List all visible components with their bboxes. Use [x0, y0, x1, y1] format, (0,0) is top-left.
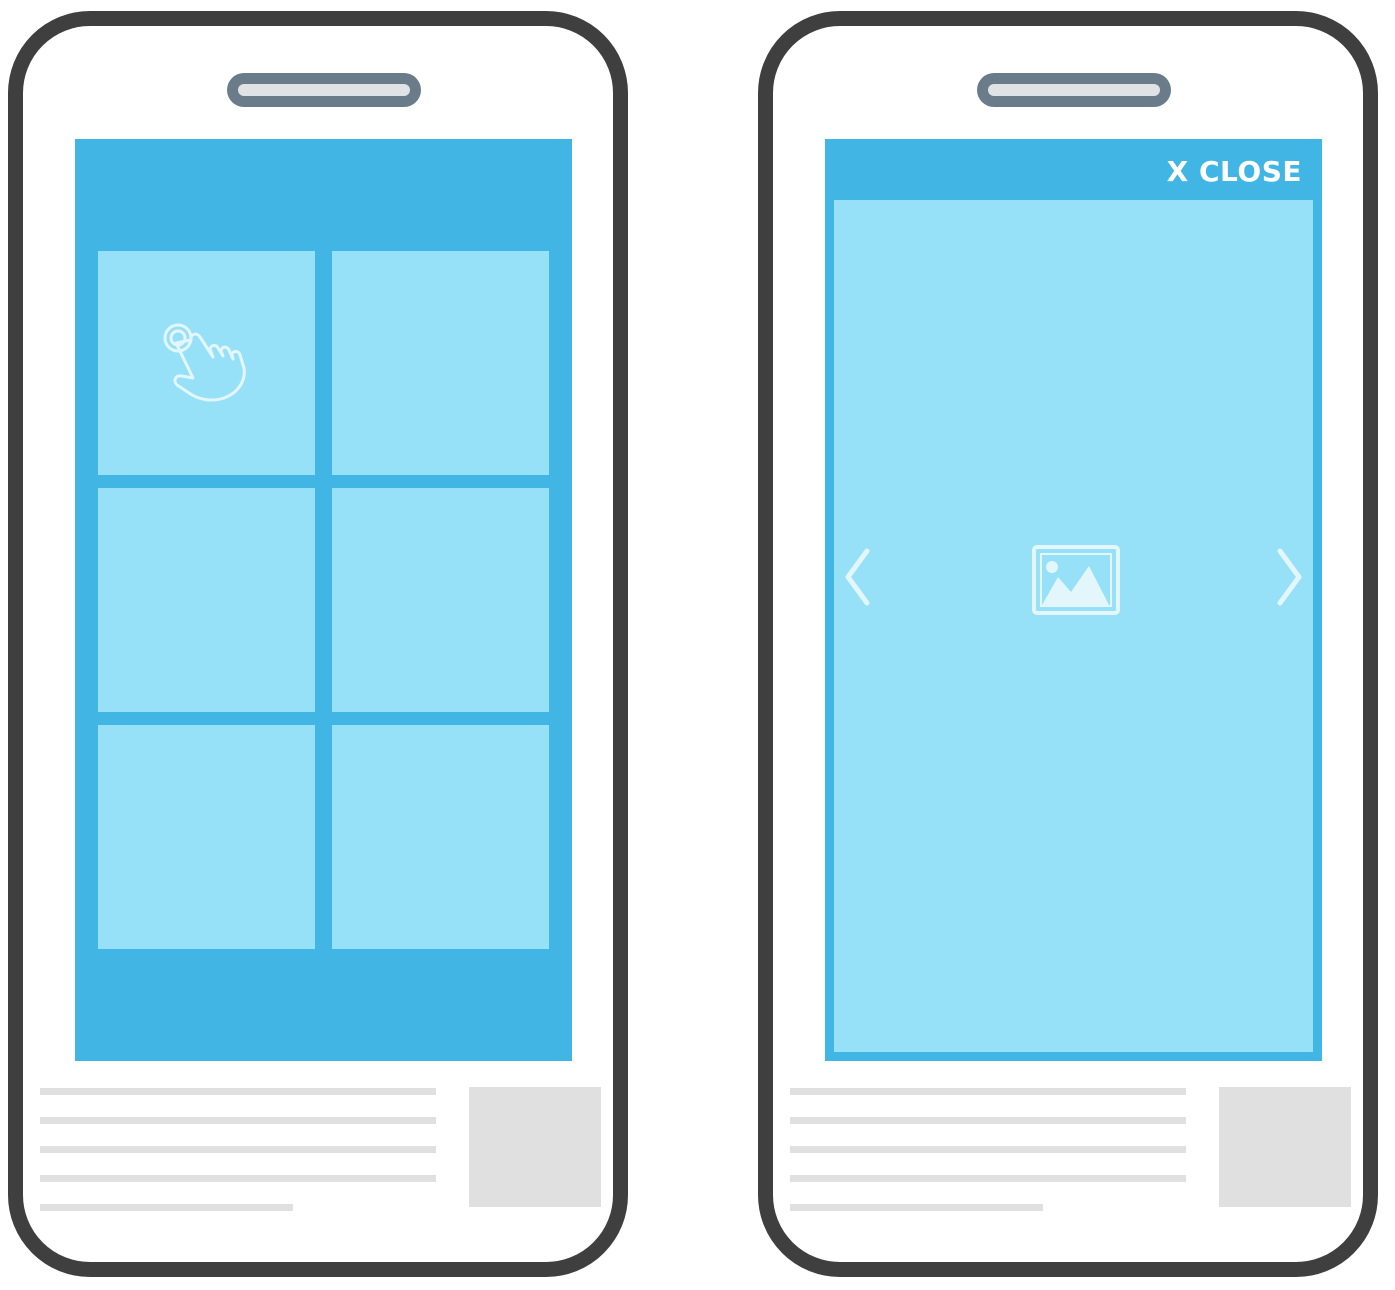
- text-placeholder-lines: [40, 1088, 436, 1233]
- tap-hand-icon: [163, 323, 246, 402]
- thumbnail-tile[interactable]: [332, 488, 549, 712]
- thumbnail-tile[interactable]: [332, 725, 549, 949]
- screen: X CLOSE: [825, 139, 1322, 1061]
- text-line: [40, 1088, 436, 1095]
- thumbnail-tile[interactable]: [98, 488, 315, 712]
- text-line: [790, 1175, 1186, 1182]
- close-button[interactable]: X CLOSE: [1166, 155, 1302, 188]
- speaker-slot: [977, 73, 1171, 107]
- screen: [75, 139, 572, 1061]
- image-icon: [1032, 545, 1120, 615]
- viewer-header: X CLOSE: [825, 139, 1322, 200]
- text-placeholder-lines: [790, 1088, 1186, 1233]
- thumbnail-tile[interactable]: [332, 251, 549, 475]
- text-line: [40, 1175, 436, 1182]
- text-line: [790, 1117, 1186, 1124]
- image-placeholder: [469, 1087, 601, 1207]
- text-line: [40, 1117, 436, 1124]
- speaker-slot: [227, 73, 421, 107]
- text-line: [790, 1204, 1043, 1211]
- chevron-right-icon[interactable]: [1272, 545, 1308, 609]
- phone-gallery-grid: [8, 11, 628, 1277]
- text-line: [790, 1088, 1186, 1095]
- image-placeholder: [1219, 1087, 1351, 1207]
- phone-lightbox-viewer: X CLOSE: [758, 11, 1378, 1277]
- image-viewer: [834, 200, 1313, 1052]
- thumbnail-tile[interactable]: [98, 725, 315, 949]
- text-line: [790, 1146, 1186, 1153]
- chevron-left-icon[interactable]: [839, 545, 875, 609]
- thumbnail-tile[interactable]: [98, 251, 315, 475]
- text-line: [40, 1204, 293, 1211]
- thumbnail-grid: [98, 251, 549, 950]
- text-line: [40, 1146, 436, 1153]
